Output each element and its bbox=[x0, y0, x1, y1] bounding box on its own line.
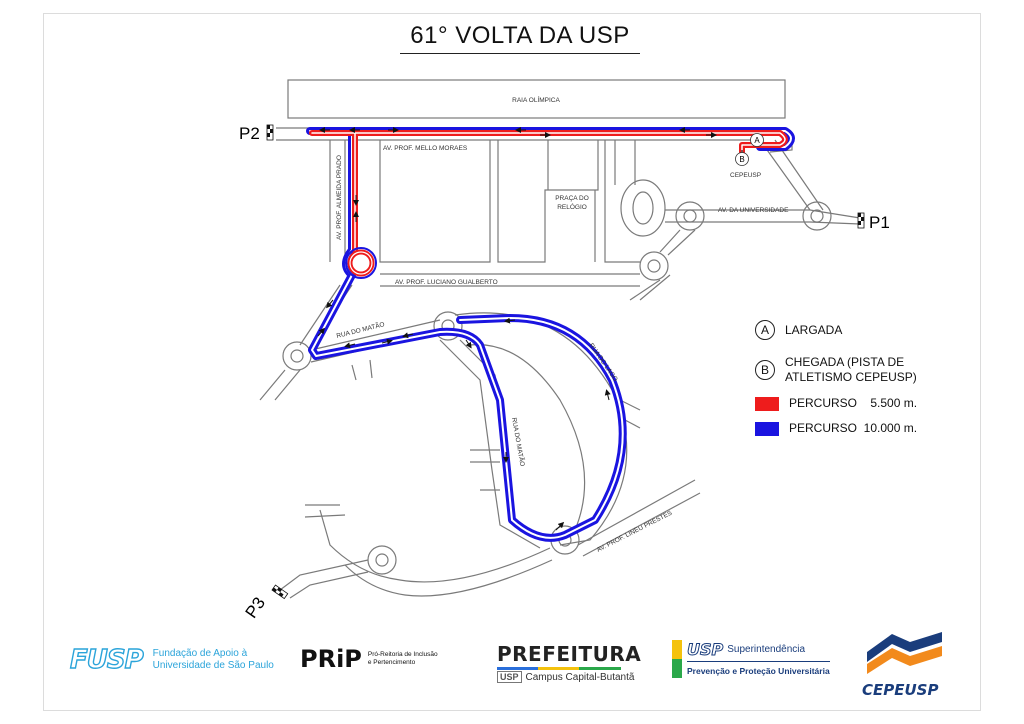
legend-10000-text: PERCURSO 10.000 m. bbox=[789, 421, 918, 435]
title-underline bbox=[400, 53, 640, 54]
fusp-line1: Fundação de Apoio à bbox=[152, 648, 248, 659]
legend-blue-swatch bbox=[755, 421, 779, 436]
logo-prip: PRiP Pró-Reitoria de Inclusão e Pertenci… bbox=[300, 645, 438, 673]
legend-red-swatch bbox=[755, 396, 779, 411]
prefeitura-wordmark: PREFEITURA bbox=[497, 642, 642, 666]
prefeitura-sub: Campus Capital-Butantã bbox=[525, 671, 635, 683]
legend-chegada-text: CHEGADA (PISTA DE ATLETISMO CEPEUSP) bbox=[785, 355, 917, 385]
point-p2-label: P2 bbox=[239, 124, 260, 143]
prip-line2: e Pertencimento bbox=[367, 659, 416, 666]
prefeitura-usp-mark: USP bbox=[497, 671, 522, 683]
point-p1: P1 bbox=[857, 212, 890, 232]
point-p3-label: P3 bbox=[242, 594, 269, 622]
direction-arrows bbox=[317, 127, 745, 531]
logo-fusp: FUSP Fundação de Apoio à Universidade de… bbox=[69, 644, 274, 675]
logo-prefeitura: PREFEITURA USP Campus Capital-Butantã bbox=[497, 642, 641, 683]
prip-wordmark: PRiP bbox=[300, 645, 362, 673]
legend-b-marker: B bbox=[755, 360, 775, 380]
cepeusp-emblem bbox=[867, 632, 942, 674]
label-av-universidade: AV. DA UNIVERSIDADE bbox=[718, 207, 789, 214]
label-rua-matao-2: RUA DO MATÃO bbox=[510, 417, 527, 467]
label-almeida-prado: AV. PROF. ALMEIDA PRADO bbox=[336, 155, 343, 240]
page-title: 61° VOLTA DA USP bbox=[410, 22, 630, 49]
legend-chegada: B CHEGADA (PISTA DE ATLETISMO CEPEUSP) bbox=[755, 355, 917, 385]
label-rua-matao-1: RUA DO MATÃO bbox=[335, 319, 385, 340]
legend-chegada-line2: ATLETISMO CEPEUSP) bbox=[785, 370, 917, 384]
label-praca-line1: PRAÇA DO bbox=[555, 195, 589, 202]
sup-title: Superintendência bbox=[727, 644, 806, 655]
marker-a-label: A bbox=[754, 136, 760, 145]
sup-color-bar bbox=[672, 640, 682, 678]
legend-largada: A LARGADA bbox=[755, 320, 842, 340]
start-marker-a: A bbox=[750, 133, 764, 147]
route-10000 bbox=[306, 127, 795, 542]
logo-cepeusp: CEPEUSP bbox=[862, 630, 947, 699]
legend-chegada-line1: CHEGADA (PISTA DE bbox=[785, 355, 905, 369]
point-p3: P3 bbox=[242, 584, 289, 622]
prip-line1: Pró-Reitoria de Inclusão bbox=[367, 651, 438, 658]
label-mello-moraes: AV. PROF. MELLO MORAES bbox=[383, 145, 468, 152]
label-praca-line2: RELÓGIO bbox=[557, 202, 587, 211]
page-frame bbox=[43, 13, 981, 711]
label-luciano-gualberto: AV. PROF. LUCIANO GUALBERTO bbox=[395, 279, 498, 286]
legend-percurso-5500: PERCURSO 5.500 m. bbox=[755, 396, 917, 411]
raia-olimpica-block bbox=[287, 79, 786, 119]
legend-percurso-10000: PERCURSO 10.000 m. bbox=[755, 421, 917, 436]
fusp-line2: Universidade de São Paulo bbox=[152, 660, 274, 671]
label-raia-olimpica: RAIA OLÍMPICA bbox=[512, 95, 560, 104]
label-cepeusp: CEPEUSP bbox=[730, 172, 761, 179]
finish-marker-b: B bbox=[735, 152, 749, 166]
point-p1-label: P1 bbox=[869, 213, 890, 232]
sup-subtitle: Prevenção e Proteção Universitária bbox=[687, 666, 830, 676]
fusp-wordmark: FUSP bbox=[69, 644, 144, 675]
legend-a-marker: A bbox=[755, 320, 775, 340]
legend-largada-text: LARGADA bbox=[785, 322, 843, 337]
legend-5500-text: PERCURSO 5.500 m. bbox=[789, 396, 918, 410]
marker-b-label: B bbox=[739, 155, 744, 164]
prefeitura-color-bar bbox=[497, 667, 621, 670]
cepeusp-wordmark: CEPEUSP bbox=[862, 681, 939, 699]
sup-usp-mark: USP bbox=[686, 640, 724, 660]
logo-superintendencia: USP Superintendência Prevenção e Proteçã… bbox=[672, 640, 830, 678]
point-p2: P2 bbox=[239, 124, 274, 143]
